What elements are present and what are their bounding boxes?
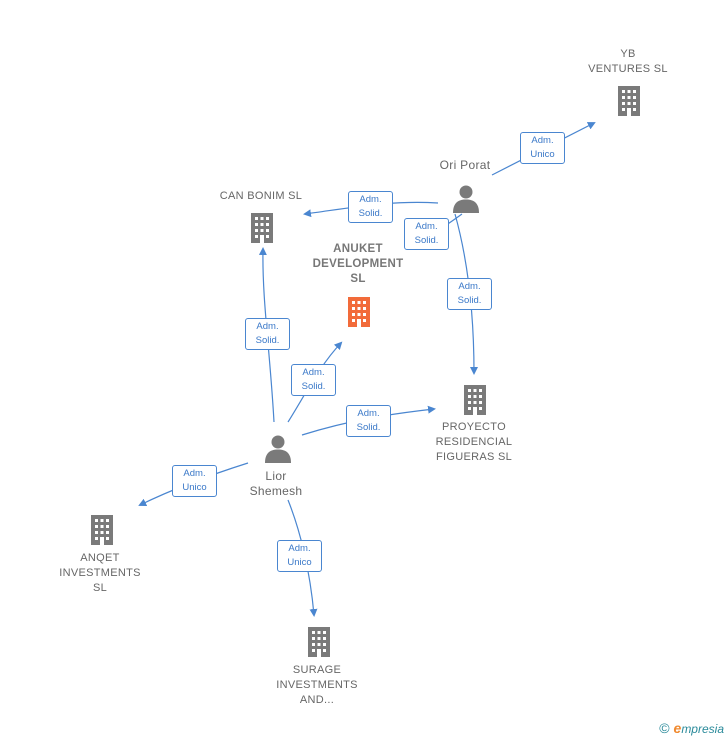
- edge-label-lior-surage: Adm. Unico: [277, 540, 322, 572]
- can-bonim-building-icon[interactable]: [251, 213, 273, 243]
- lior-shemesh-label[interactable]: Lior Shemesh: [249, 469, 303, 498]
- proyecto-building-icon[interactable]: [464, 385, 486, 415]
- can-bonim-label[interactable]: CAN BONIM SL: [219, 190, 303, 202]
- edge-label-ori-proyecto-b: Adm. Solid.: [404, 218, 449, 250]
- proyecto-label[interactable]: PROYECTO RESIDENCIAL FIGUERAS SL: [435, 421, 513, 463]
- anqet-building-icon[interactable]: [91, 515, 113, 545]
- anuket-building-icon[interactable]: [348, 297, 370, 327]
- edge-label-ori-canbonim: Adm. Solid.: [348, 191, 393, 223]
- edge-label-lior-anuket: Adm. Solid.: [291, 364, 336, 396]
- ori-porat-person-icon[interactable]: [453, 185, 479, 214]
- edge-label-ori-yb: Adm. Unico: [520, 132, 565, 164]
- anuket-label[interactable]: ANUKET DEVELOPMENT SL: [312, 243, 404, 285]
- edge-label-ori-proyecto-a: Adm. Solid.: [447, 278, 492, 310]
- edge-label-lior-canbonim: Adm. Solid.: [245, 318, 290, 350]
- yb-ventures-label[interactable]: YB VENTURES SL: [588, 48, 668, 75]
- lior-shemesh-person-icon[interactable]: [265, 435, 291, 464]
- edge-label-lior-anqet: Adm. Unico: [172, 465, 217, 497]
- surage-building-icon[interactable]: [308, 627, 330, 657]
- anqet-label[interactable]: ANQET INVESTMENTS SL: [59, 552, 141, 594]
- brand-footer[interactable]: © empresia: [659, 720, 724, 736]
- copyright-icon: ©: [659, 720, 670, 736]
- surage-label[interactable]: SURAGE INVESTMENTS AND...: [276, 664, 358, 706]
- brand-logo: empresia: [673, 720, 724, 736]
- ori-porat-label[interactable]: Ori Porat: [439, 158, 491, 172]
- edge-label-lior-proyecto: Adm. Solid.: [346, 405, 391, 437]
- yb-ventures-building-icon[interactable]: [618, 86, 640, 116]
